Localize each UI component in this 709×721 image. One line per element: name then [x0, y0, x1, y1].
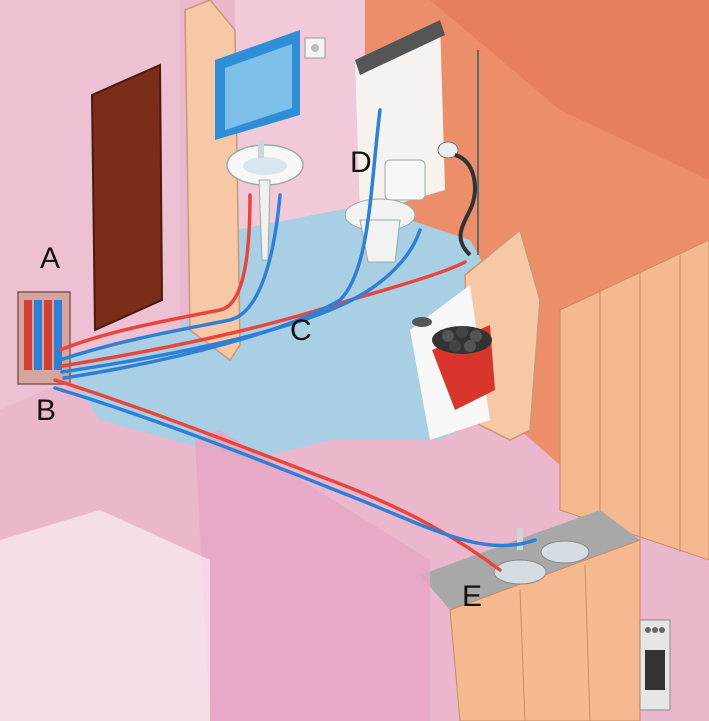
mirror-cabinet-icon	[215, 30, 300, 140]
stove-oven-icon	[639, 619, 671, 711]
label-d: D	[350, 146, 372, 179]
shower-head-icon	[437, 50, 479, 257]
partition-wall	[184, 0, 241, 362]
kitchen-wall-cabinets	[559, 239, 709, 561]
foreground-wall	[0, 430, 430, 721]
cold-pipe-tap-d	[62, 108, 382, 380]
toilet-icon	[344, 159, 426, 263]
cold-pipe-toilet	[60, 228, 422, 374]
floor-drain-icon	[412, 317, 432, 327]
cold-pipe-kitchen	[53, 386, 537, 548]
kitchen-counter	[420, 510, 641, 721]
label-e: E	[462, 580, 482, 613]
label-c: C	[290, 314, 312, 347]
door	[90, 63, 164, 332]
light-switch-icon	[304, 37, 326, 59]
pipe-network	[53, 108, 537, 572]
sauna-stove-icon	[432, 325, 495, 410]
label-a: A	[40, 242, 60, 275]
kitchen-sink-icon	[493, 528, 590, 585]
cold-pipe-basin	[58, 193, 282, 362]
wet-floor-area	[60, 205, 520, 460]
wash-basin-icon	[226, 140, 304, 261]
label-b: B	[36, 394, 56, 427]
hot-pipe-basin	[58, 193, 252, 352]
manifold-cabinet-icon	[17, 291, 71, 385]
